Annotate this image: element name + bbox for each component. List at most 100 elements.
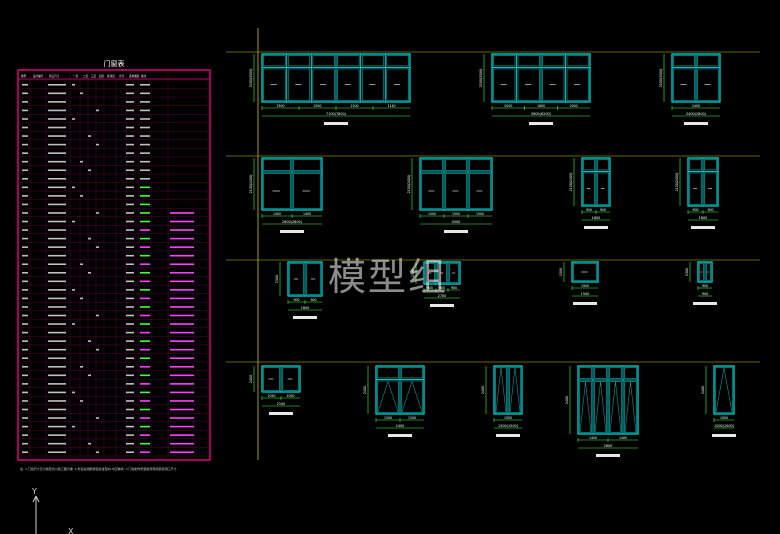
sash bbox=[386, 68, 409, 101]
schedule-cell-text bbox=[140, 195, 150, 197]
transom-sash bbox=[287, 55, 311, 67]
schedule-cell-text bbox=[48, 186, 66, 189]
schedule-cell-text bbox=[170, 246, 194, 248]
schedule-cell-text bbox=[80, 160, 83, 163]
height-label: 2100(2400) bbox=[249, 175, 253, 194]
schedule-cell-text bbox=[22, 417, 28, 419]
schedule-header-cell: 二层 bbox=[83, 74, 89, 78]
schedule-cell-text bbox=[48, 340, 66, 342]
schedule-cell-text bbox=[72, 186, 75, 189]
schedule-cell-text bbox=[126, 297, 134, 300]
schedule-cell-text bbox=[72, 289, 75, 291]
schedule-cell-text bbox=[140, 186, 150, 189]
schedule-cell-text bbox=[126, 323, 134, 325]
transom-sash bbox=[377, 367, 399, 379]
overall-width-label: 900 bbox=[702, 292, 708, 296]
schedule-cell-text bbox=[48, 374, 66, 377]
schedule-cell-text bbox=[170, 306, 194, 308]
schedule-cell-text bbox=[126, 186, 134, 189]
sash bbox=[293, 173, 321, 209]
schedule-cell-text bbox=[140, 254, 150, 257]
schedule-cell-text bbox=[48, 246, 66, 248]
schedule-cell-text bbox=[80, 400, 83, 402]
schedule-cell-text bbox=[48, 331, 66, 334]
schedule-cell-text bbox=[22, 348, 28, 351]
schedule-cell-text bbox=[140, 143, 150, 146]
schedule-cell-text bbox=[140, 434, 150, 436]
sash bbox=[377, 380, 399, 413]
schedule-cell-text bbox=[140, 109, 150, 112]
schedule-cell-text bbox=[140, 297, 150, 300]
height-label: 3300(3500) bbox=[479, 69, 483, 88]
sash bbox=[704, 172, 717, 205]
ucs-y-label: Y bbox=[31, 487, 37, 496]
schedule-cell-text bbox=[170, 340, 194, 342]
sash bbox=[706, 263, 711, 281]
sash bbox=[361, 68, 385, 101]
overall-width-label: 1000(1000) bbox=[714, 424, 735, 428]
schedule-header-cell: 一层 bbox=[73, 74, 79, 78]
schedule-cell-text bbox=[88, 442, 91, 445]
door-swing bbox=[387, 381, 399, 413]
height-label: 3300(3500) bbox=[249, 69, 253, 88]
schedule-cell-text bbox=[140, 357, 150, 360]
schedule-cell-text bbox=[170, 220, 194, 223]
ucs-icon: Y X bbox=[31, 487, 74, 534]
schedule-cell-text bbox=[48, 152, 66, 154]
schedule-cell-text bbox=[48, 254, 66, 257]
schedule-cell-text bbox=[80, 365, 83, 368]
schedule-cell-text bbox=[140, 237, 150, 240]
schedule-cell-text bbox=[22, 229, 28, 231]
schedule-cell-text bbox=[140, 152, 150, 154]
schedule-cell-text bbox=[126, 135, 134, 137]
schedule-title: 门窗表 bbox=[104, 59, 125, 68]
schedule-cell-text bbox=[96, 348, 99, 351]
schedule-cell-text bbox=[22, 143, 28, 146]
window-tag bbox=[529, 122, 553, 125]
schedule-cell-text bbox=[126, 417, 134, 419]
dimension-label: 1500 bbox=[581, 284, 589, 288]
schedule-cell-text bbox=[22, 306, 28, 308]
door-swing bbox=[615, 381, 622, 433]
sash bbox=[594, 381, 607, 433]
window-frame bbox=[419, 157, 493, 211]
schedule-header-cell: 洞口尺寸 bbox=[49, 74, 60, 78]
sash bbox=[583, 172, 595, 205]
transom-sash bbox=[469, 159, 491, 171]
schedule-cell-text bbox=[22, 289, 28, 291]
door-swing bbox=[377, 381, 389, 413]
schedule-cell-text bbox=[126, 152, 134, 154]
sash bbox=[493, 68, 516, 101]
schedule-cell-text bbox=[48, 263, 66, 266]
dimension-label: 900 bbox=[310, 298, 316, 302]
schedule-cell-text bbox=[96, 143, 99, 146]
schedule-header-cell: 三层 bbox=[91, 74, 97, 78]
schedule-cell-text bbox=[126, 143, 134, 146]
schedule-cell-text bbox=[126, 101, 134, 103]
sash bbox=[421, 173, 443, 209]
transom-sash bbox=[673, 55, 695, 67]
schedule-cell-text bbox=[22, 101, 28, 103]
dimension-label: 1400 bbox=[303, 212, 311, 216]
schedule-cell-text bbox=[140, 348, 150, 351]
schedule-cell-text bbox=[126, 331, 134, 334]
schedule-cell-text bbox=[22, 92, 28, 95]
schedule-cell-text bbox=[88, 237, 91, 240]
schedule-cell-text bbox=[140, 126, 150, 129]
height-label: 2400 bbox=[481, 386, 485, 394]
schedule-cell-text bbox=[126, 229, 134, 231]
schedule-cell-text bbox=[170, 289, 194, 291]
sash bbox=[689, 172, 702, 205]
schedule-cell-text bbox=[22, 374, 28, 377]
schedule-cell-text bbox=[80, 195, 83, 197]
schedule-cell-text bbox=[140, 331, 150, 334]
schedule-cell-text bbox=[170, 442, 194, 445]
schedule-cell-text bbox=[140, 425, 150, 428]
schedule-cell-text bbox=[22, 391, 28, 394]
